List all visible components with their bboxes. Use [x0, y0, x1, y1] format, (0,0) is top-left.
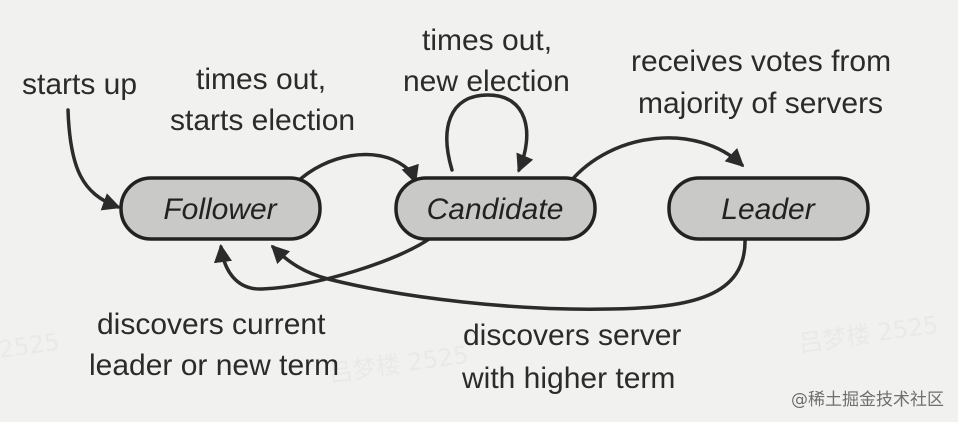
label-leader-to-follower-line-1: discovers server [463, 319, 681, 352]
label-candidate-self-line-1: times out, [422, 24, 552, 57]
label-candidate-self-line-2: new election [403, 65, 570, 98]
edge-candidate-to-follower [213, 235, 434, 291]
label-follower-to-candidate-line-2: starts election [170, 104, 355, 137]
label-candidate-to-leader-line-2: majority of servers [638, 87, 883, 120]
label-starts-up: starts up [22, 68, 137, 101]
watermark-faint-right: 吕梦楼 2525 [797, 311, 940, 358]
label-candidate-to-follower-line-1: discovers current [97, 308, 326, 341]
leader-label: Leader [721, 193, 815, 226]
edge-candidate-self-loop [445, 93, 534, 173]
edge-start-to-follower [66, 108, 121, 211]
edge-leader-to-follower [270, 236, 747, 311]
candidate-label: Candidate [427, 193, 564, 226]
watermark-faint-left: 2525 [0, 328, 61, 364]
label-candidate-to-leader-line-1: receives votes from [631, 45, 891, 78]
follower-label: Follower [163, 193, 277, 226]
state-candidate: Candidate [394, 176, 597, 241]
label-follower-to-candidate-line-1: times out, [196, 63, 326, 96]
state-follower: Follower [119, 176, 322, 241]
label-candidate-to-follower-line-2: leader or new term [89, 349, 339, 382]
watermark-credit: @稀土掘金技术社区 [791, 390, 944, 410]
edge-follower-to-candidate [294, 152, 419, 185]
watermark-faint-middle: 吕梦楼 2525 [327, 341, 470, 388]
edge-candidate-to-leader [568, 136, 745, 184]
label-leader-to-follower-line-2: with higher term [461, 362, 675, 395]
state-leader: Leader [667, 176, 870, 241]
